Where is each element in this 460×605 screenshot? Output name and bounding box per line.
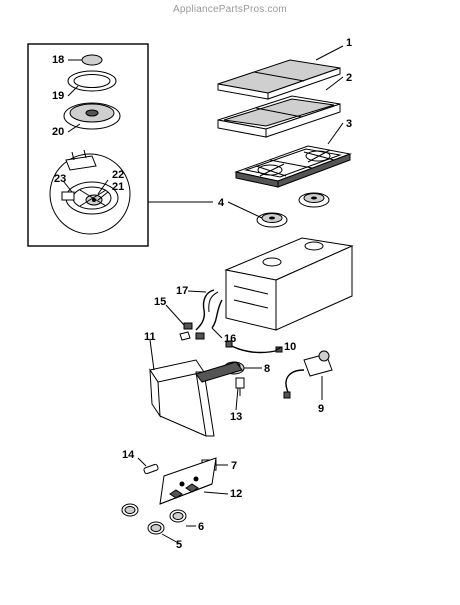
part-18-burner-cap bbox=[81, 54, 103, 66]
part-10-igniter-wire bbox=[225, 340, 283, 354]
part-11-bracket bbox=[149, 359, 215, 437]
part-5-6-knobs bbox=[121, 503, 187, 535]
part-9-gas-valve bbox=[283, 350, 333, 399]
callout-18: 18 bbox=[52, 54, 64, 66]
callout-13: 13 bbox=[230, 411, 242, 423]
part-20-burner-head bbox=[63, 102, 121, 130]
part-4-burners bbox=[256, 192, 330, 228]
callout-20: 20 bbox=[52, 126, 64, 138]
part-13-manifold bbox=[195, 361, 245, 396]
callout-15: 15 bbox=[154, 296, 166, 308]
part-17-gas-tube bbox=[195, 289, 219, 331]
callout-8: 8 bbox=[264, 363, 270, 375]
callout-16: 16 bbox=[224, 333, 236, 345]
callout-17: 17 bbox=[176, 285, 188, 297]
callout-4: 4 bbox=[218, 197, 225, 209]
callout-11: 11 bbox=[144, 331, 156, 343]
part-1-top-panels bbox=[217, 59, 341, 100]
callout-2: 2 bbox=[346, 72, 352, 84]
callout-5: 5 bbox=[176, 539, 182, 551]
callout-14: 14 bbox=[122, 449, 135, 461]
part-14-spark-module bbox=[143, 463, 159, 475]
part-3-burner-grates bbox=[234, 145, 352, 188]
watermark: AppliancePartsPros.com bbox=[173, 4, 287, 15]
burner-detail-inset bbox=[27, 43, 213, 247]
callout-9: 9 bbox=[318, 403, 324, 415]
part-19-burner-ring bbox=[67, 70, 117, 92]
part-12-control-panel bbox=[159, 457, 217, 505]
burner-housing-box bbox=[224, 237, 354, 331]
callout-7: 7 bbox=[231, 460, 237, 472]
callout-21: 21 bbox=[112, 181, 124, 193]
leader-lines bbox=[63, 45, 344, 545]
part-2-drip-pans bbox=[217, 95, 341, 138]
callout-3: 3 bbox=[346, 118, 352, 130]
callout-10: 10 bbox=[284, 341, 296, 353]
callout-6: 6 bbox=[198, 521, 204, 533]
part-16-tube bbox=[211, 299, 223, 329]
part-15-fittings bbox=[179, 322, 205, 341]
part-21-23-burner-base bbox=[49, 149, 131, 235]
callout-22: 22 bbox=[112, 169, 124, 181]
callout-12: 12 bbox=[230, 488, 242, 500]
callout-19: 19 bbox=[52, 90, 64, 102]
callout-23: 23 bbox=[54, 173, 66, 185]
callout-1: 1 bbox=[346, 37, 352, 49]
